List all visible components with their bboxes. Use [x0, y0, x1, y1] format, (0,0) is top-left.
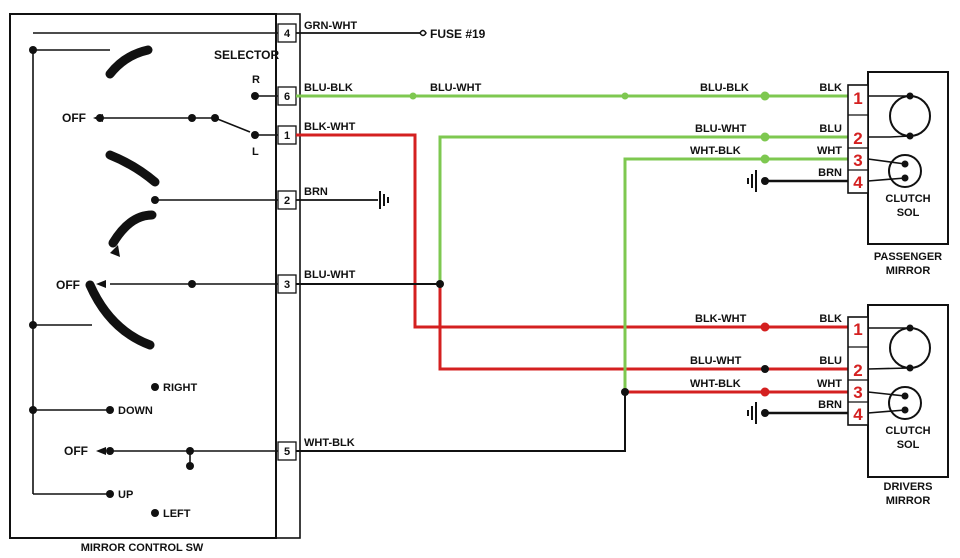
passenger-mirror-title-2: MIRROR [886, 265, 931, 277]
pin-1-label: 1 [284, 130, 290, 142]
drivers-ground-icon [747, 402, 757, 424]
drivers-number-3: 3 [853, 383, 862, 402]
switch-internal-wiring [32, 32, 278, 495]
drivers-mirror-title-1: DRIVERS [884, 481, 933, 493]
switch-title: MIRROR CONTROL SW [81, 542, 204, 554]
off-label-1: OFF [62, 111, 86, 125]
fuse-label: FUSE #19 [430, 27, 486, 41]
off-label-2: OFF [56, 278, 80, 292]
passenger-number-4: 4 [853, 173, 863, 192]
wire-blu-wht-left-label: BLU-WHT [304, 269, 356, 281]
drivers-number-2: 2 [853, 361, 862, 380]
blade-end-icon [110, 245, 120, 257]
drivers-terminal-blu: BLU [819, 355, 842, 367]
wire-grn-wht: GRN-WHT FUSE #19 [296, 20, 486, 41]
drivers-clutch-icon [888, 386, 922, 420]
direction-down-label: DOWN [118, 405, 153, 417]
drivers-clutch-line1: CLUTCH [885, 425, 930, 437]
drivers-number-1: 1 [853, 320, 862, 339]
wire-blu-blk-left-label: BLU-BLK [304, 82, 353, 94]
drivers-mirror: BLK BLU WHT BRN 1 2 3 4 CLUTCH SOL DRIVE… [747, 304, 949, 507]
drivers-number-4: 4 [853, 405, 863, 424]
passenger-terminal-brn: BRN [818, 167, 842, 179]
passenger-clutch-icon [888, 154, 922, 188]
wire-brn: BRN [296, 186, 389, 209]
passenger-motor-icon [889, 95, 931, 137]
off-arrow-icon-2 [96, 447, 106, 455]
drivers-clutch-line2: SOL [897, 439, 920, 451]
direction-right-label: RIGHT [163, 382, 198, 394]
passenger-ground-icon [747, 170, 757, 192]
wire-blk-wht: BLK-WHT BLK-WHT [296, 121, 848, 332]
selector-r-label: R [252, 74, 260, 86]
wire-blu-wht-top-label: BLU-WHT [430, 82, 482, 94]
drivers-mirror-title-2: MIRROR [886, 495, 931, 507]
switch-contact-blades [85, 45, 160, 350]
wire-blu-wht: BLU-WHT BLU-WHT BLU-WHT [296, 123, 848, 373]
wire-brn-left-label: BRN [304, 186, 328, 198]
wire-blu-blk-right-label: BLU-BLK [700, 82, 749, 94]
mirror-control-switch: 4 6 1 2 3 5 MIRROR CONTROL SW [9, 13, 301, 554]
wire-blu-wht-driver-label: BLU-WHT [690, 355, 742, 367]
wire-wht-blk-passenger-label: WHT-BLK [690, 145, 741, 157]
off-arrow-icon [96, 280, 106, 288]
passenger-number-3: 3 [853, 151, 862, 170]
wire-wht-blk-left-label: WHT-BLK [304, 437, 355, 449]
drivers-connector [847, 316, 869, 426]
passenger-mirror-title-1: PASSENGER [874, 251, 942, 263]
off-arrow-icon-3 [93, 114, 103, 122]
passenger-terminal-wht: WHT [817, 145, 842, 157]
drivers-terminal-wht: WHT [817, 378, 842, 390]
passenger-terminal-blk: BLK [819, 82, 842, 94]
passenger-number-2: 2 [853, 129, 862, 148]
wire-grn-wht-label: GRN-WHT [304, 20, 357, 32]
connector-strip [275, 13, 301, 539]
selector-l-label: L [252, 146, 259, 158]
passenger-number-1: 1 [853, 89, 862, 108]
wire-blk-wht-left-label: BLK-WHT [304, 121, 356, 133]
selector-label: SELECTOR [214, 48, 279, 62]
pin-4-label: 4 [284, 28, 291, 40]
pin-5-label: 5 [284, 446, 290, 458]
passenger-clutch-line2: SOL [897, 207, 920, 219]
passenger-clutch-line1: CLUTCH [885, 193, 930, 205]
wire-blu-blk: BLU-BLK BLU-WHT BLU-BLK [296, 82, 848, 101]
pin-3-label: 3 [284, 279, 290, 291]
ground-icon [379, 191, 389, 209]
pin-boxes [277, 23, 297, 461]
direction-left-label: LEFT [163, 508, 191, 520]
pin-6-label: 6 [284, 91, 290, 103]
wire-blk-wht-driver-label: BLK-WHT [695, 313, 747, 325]
drivers-terminal-blk: BLK [819, 313, 842, 325]
drivers-terminal-brn: BRN [818, 399, 842, 411]
off-label-3: OFF [64, 444, 88, 458]
pin-2-label: 2 [284, 195, 290, 207]
wire-wht-blk-driver-label: WHT-BLK [690, 378, 741, 390]
switch-housing [9, 13, 277, 539]
wire-blu-wht-passenger-label: BLU-WHT [695, 123, 747, 135]
direction-up-label: UP [118, 489, 133, 501]
drivers-motor-icon [889, 327, 931, 369]
wire-wht-blk: WHT-BLK WHT-BLK WHT-BLK [296, 145, 848, 452]
fuse-icon [419, 29, 427, 37]
passenger-mirror: BLK BLU WHT BRN 1 2 3 4 CLUTCH SOL PASSE… [747, 71, 949, 277]
passenger-terminal-blu: BLU [819, 123, 842, 135]
passenger-connector [847, 84, 869, 194]
